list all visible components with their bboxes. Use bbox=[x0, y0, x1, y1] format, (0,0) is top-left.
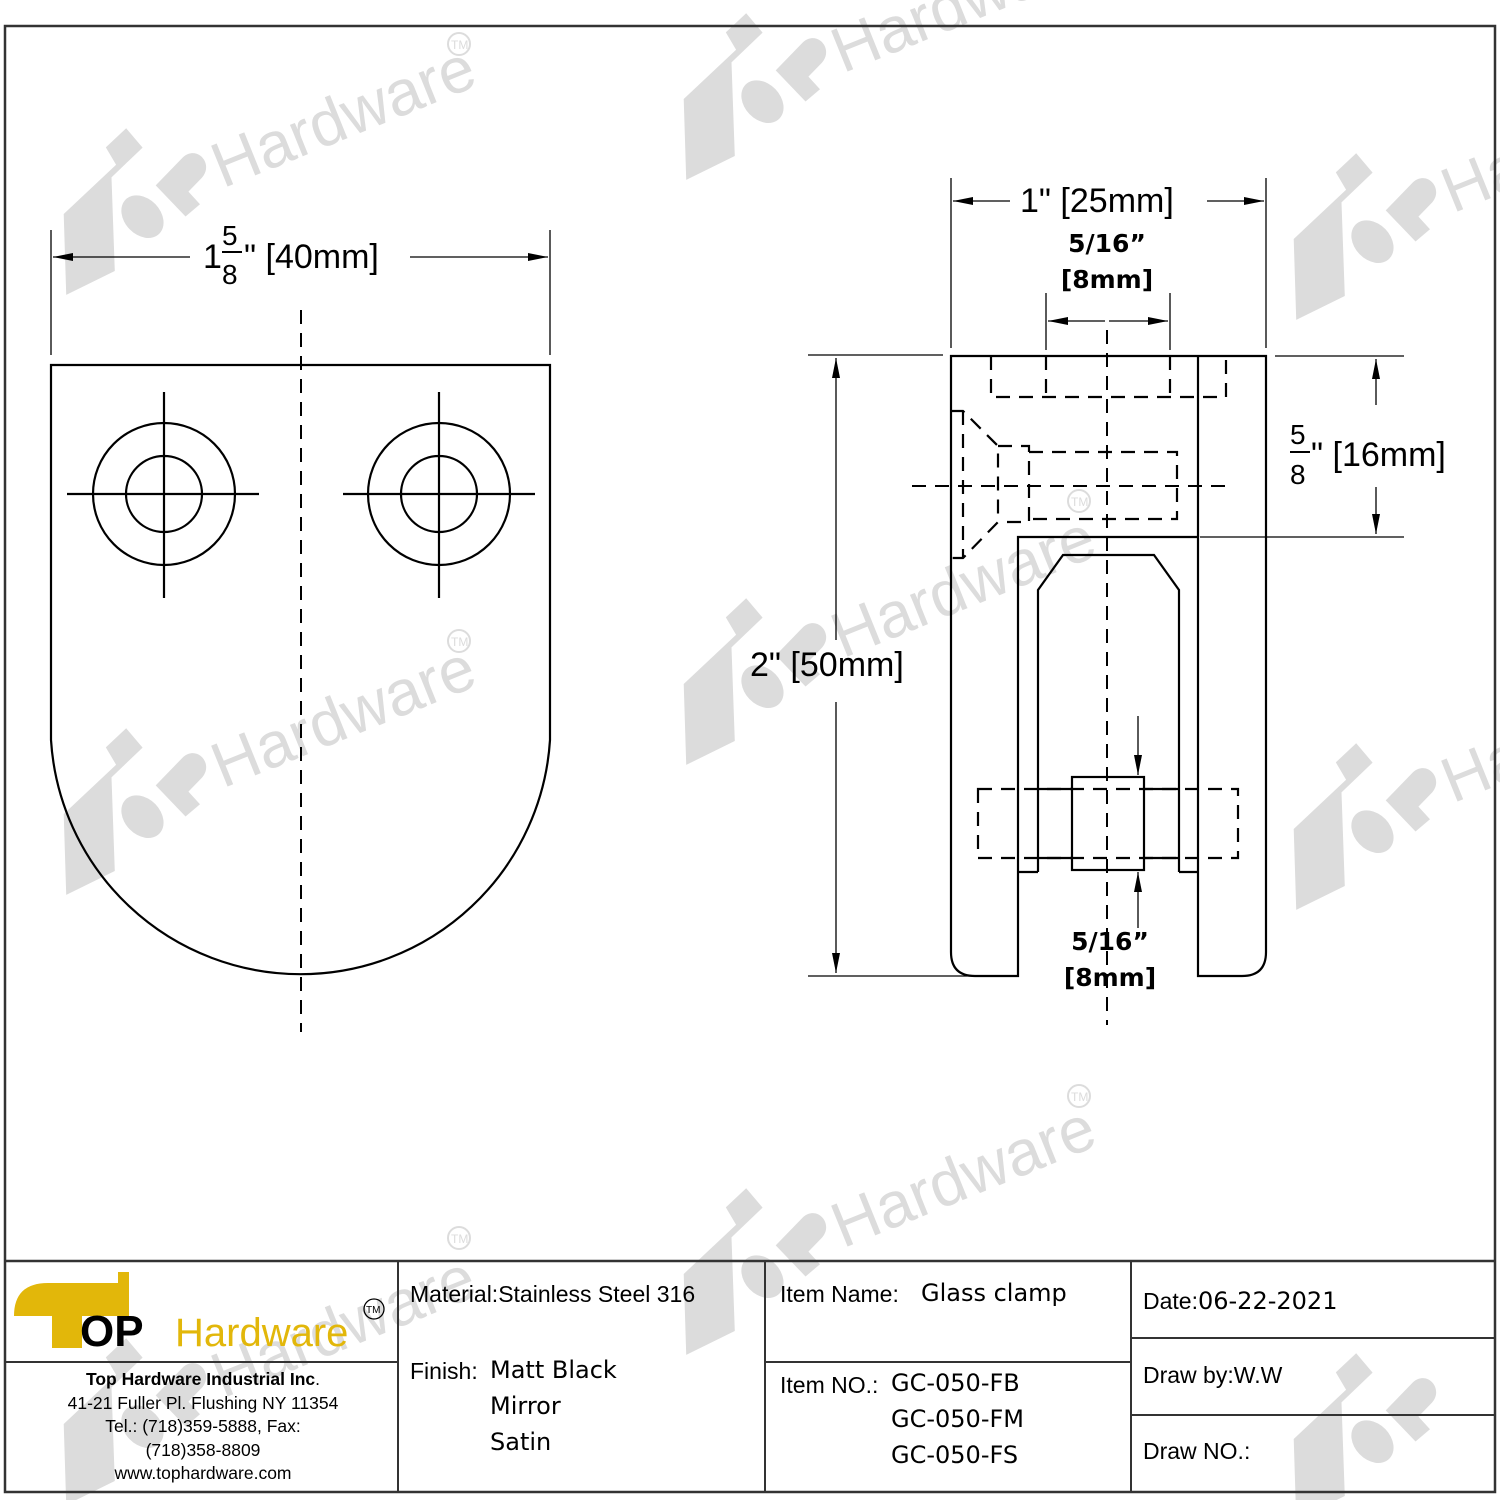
svg-text:" [40mm]: " [40mm] bbox=[244, 238, 379, 276]
slot-width-dimension: 5/16” bbox=[1068, 229, 1146, 258]
watermark-logo: Hardware bbox=[1246, 56, 1500, 320]
svg-text:OP: OP bbox=[80, 1307, 144, 1356]
company-logo: OP Hardware TM bbox=[14, 1272, 385, 1356]
watermark-tm-icon: TM bbox=[447, 629, 471, 653]
top-section-dimension: 5 8 " [16mm] bbox=[1290, 419, 1446, 490]
glass-slot-outline bbox=[1036, 553, 1181, 872]
svg-text:[8mm]: [8mm] bbox=[1061, 265, 1153, 294]
mounting-hole-right bbox=[343, 392, 535, 598]
pin-insert bbox=[1070, 775, 1146, 872]
svg-text:Hardware: Hardware bbox=[201, 31, 485, 202]
trademark-icon: TM bbox=[363, 1298, 385, 1320]
svg-text:Hardware: Hardware bbox=[201, 631, 485, 802]
watermark-tm-icon: TM bbox=[1067, 489, 1091, 513]
company-info: Top Hardware Industrial Inc. 41-21 Fulle… bbox=[8, 1368, 398, 1486]
svg-text:TM: TM bbox=[1071, 495, 1088, 509]
company-website[interactable]: www.tophardware.com bbox=[114, 1463, 292, 1483]
draw-by-value: W.W bbox=[1233, 1362, 1283, 1388]
svg-text:5: 5 bbox=[222, 220, 238, 251]
side-view: 1" [25mm] 5/16” [8mm] 2" [50mm] 5 8 " [1… bbox=[750, 178, 1446, 1025]
finish-value-1: Matt Black bbox=[490, 1356, 617, 1384]
item-no-value-1: GC-050-FB bbox=[891, 1369, 1020, 1397]
side-height-dimension: 2" [50mm] bbox=[750, 646, 904, 684]
watermark-logo: Hardware bbox=[1246, 646, 1500, 910]
watermark-tm-icon: TM bbox=[447, 1226, 471, 1250]
draw-no-field: Draw NO.: bbox=[1143, 1438, 1250, 1465]
draw-by-label: Draw by: bbox=[1143, 1362, 1234, 1388]
svg-text:5: 5 bbox=[1290, 419, 1306, 450]
item-no-label: Item NO.: bbox=[780, 1372, 879, 1398]
logo-t-glyph bbox=[14, 1272, 129, 1348]
company-address: 41-21 Fuller Pl. Flushing NY 11354 bbox=[67, 1392, 339, 1413]
mounting-hole-left bbox=[67, 392, 259, 598]
date-field: Date:06-22-2021 bbox=[1143, 1287, 1337, 1315]
material-field: Material:Stainless Steel 316 bbox=[410, 1281, 695, 1308]
side-width-dimension: 1" [25mm] bbox=[1020, 182, 1174, 220]
material-value: Stainless Steel 316 bbox=[498, 1281, 696, 1307]
watermark-logo: Hardware bbox=[636, 1091, 1105, 1355]
title-block-grid bbox=[5, 1259, 1495, 1492]
svg-text:[8mm]: [8mm] bbox=[1064, 963, 1156, 992]
clamp-front-outline bbox=[49, 363, 552, 976]
pin-dimension: 5/16” bbox=[1071, 927, 1149, 956]
svg-text:Hardware: Hardware bbox=[175, 1311, 348, 1355]
svg-text:TM: TM bbox=[366, 1305, 380, 1316]
front-view: 1 5 8 " [40mm] bbox=[49, 220, 552, 1032]
watermark-logo: Hardware bbox=[16, 631, 485, 895]
front-width-dimension: 1 5 8 " [40mm] bbox=[203, 220, 379, 290]
date-value: 06-22-2021 bbox=[1197, 1287, 1338, 1315]
finish-value-2: Mirror bbox=[490, 1392, 561, 1420]
draw-no-label: Draw NO.: bbox=[1143, 1438, 1251, 1464]
watermark-tm-icon: TM bbox=[1067, 1084, 1091, 1108]
item-name-value: Glass clamp bbox=[921, 1279, 1067, 1307]
item-name-label: Item Name: bbox=[780, 1281, 899, 1307]
watermark-logo: Hardware bbox=[636, 501, 1105, 765]
draw-by-field: Draw by:W.W bbox=[1143, 1362, 1282, 1389]
svg-text:8: 8 bbox=[222, 259, 238, 290]
svg-text:Hardware: Hardware bbox=[821, 0, 1105, 86]
svg-text:TM: TM bbox=[451, 38, 468, 52]
svg-text:Hardware: Hardware bbox=[1431, 646, 1500, 817]
company-name: Top Hardware Industrial Inc bbox=[85, 1369, 316, 1389]
finish-value-3: Satin bbox=[490, 1428, 552, 1456]
sheet-border bbox=[3, 24, 1497, 1494]
item-no-value-2: GC-050-FM bbox=[891, 1405, 1024, 1433]
svg-text:" [16mm]: " [16mm] bbox=[1311, 436, 1446, 474]
svg-text:TM: TM bbox=[1071, 1090, 1088, 1104]
svg-text:Hardware: Hardware bbox=[821, 1091, 1105, 1262]
watermark-layer: Hardware TM Hardware Hardware Hardware T… bbox=[16, 0, 1500, 1500]
date-label: Date: bbox=[1143, 1288, 1198, 1314]
finish-label: Finish: bbox=[410, 1358, 478, 1384]
svg-text:1: 1 bbox=[203, 238, 222, 276]
item-no-value-3: GC-050-FS bbox=[891, 1441, 1019, 1469]
company-phone: Tel.: (718)359-5888, Fax: bbox=[105, 1416, 301, 1436]
material-label: Material: bbox=[410, 1281, 499, 1307]
watermark-tm-icon: TM bbox=[447, 32, 471, 56]
svg-text:Hardware: Hardware bbox=[1431, 56, 1500, 227]
svg-text:8: 8 bbox=[1290, 459, 1306, 490]
svg-text:TM: TM bbox=[451, 1232, 468, 1246]
company-fax: (718)358-8809 bbox=[145, 1439, 261, 1460]
svg-text:TM: TM bbox=[451, 635, 468, 649]
clamp-side-outline bbox=[949, 354, 1268, 978]
